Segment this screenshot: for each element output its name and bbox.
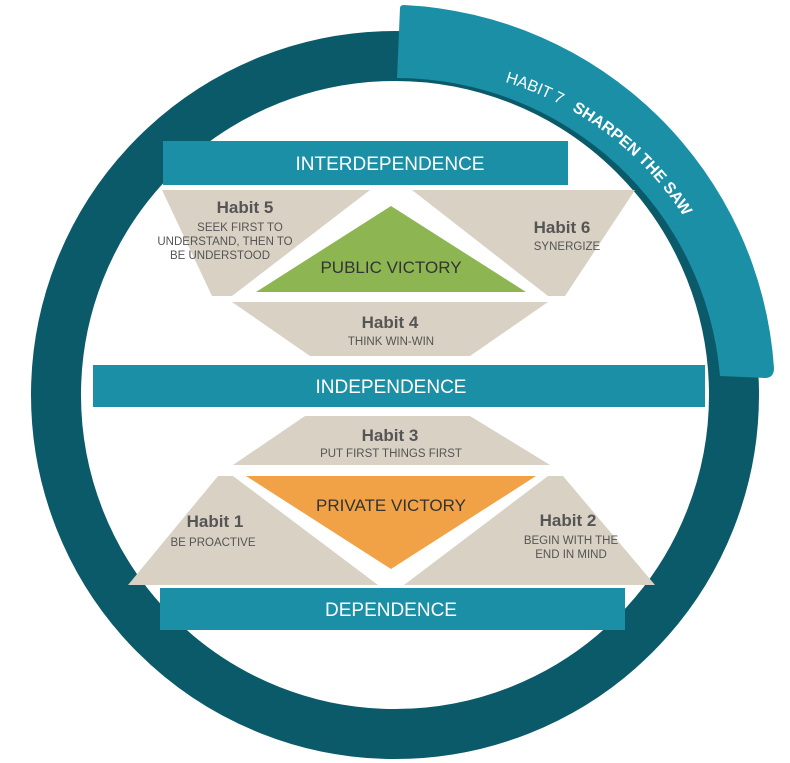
- habit-1-shape: [128, 476, 378, 585]
- outer-ring: [31, 31, 759, 759]
- habit-5-desc-3: BE UNDERSTOOD: [170, 250, 270, 262]
- habit-2-desc-1: BEGIN WITH THE: [524, 535, 619, 547]
- independence-label: INDEPENDENCE: [316, 377, 467, 398]
- habit-6-shape: [412, 190, 635, 296]
- habit-6-desc: SYNERGIZE: [534, 241, 601, 253]
- habit-3-title: Habit 3: [362, 426, 419, 445]
- independence-band: [93, 365, 705, 407]
- habit-1-desc: BE PROACTIVE: [171, 537, 256, 549]
- habit-4-title: Habit 4: [362, 313, 419, 332]
- private-victory-label: PRIVATE VICTORY: [316, 496, 466, 515]
- dependence-band: [160, 588, 625, 630]
- interdependence-band: [163, 141, 568, 185]
- habit-2-title: Habit 2: [540, 511, 597, 530]
- habit-3-desc: PUT FIRST THINGS FIRST: [320, 448, 462, 460]
- habit-4-shape: [232, 302, 548, 356]
- habit-7-segment: [397, 5, 774, 378]
- habit-5-desc-2: UNDERSTAND, THEN TO: [157, 236, 292, 248]
- habit-3-shape: [233, 416, 550, 465]
- dependence-label: DEPENDENCE: [325, 600, 457, 621]
- habit-4-desc: THINK WIN-WIN: [348, 336, 434, 348]
- interdependence-label: INTERDEPENDENCE: [296, 154, 485, 175]
- habit-2-desc-2: END IN MIND: [535, 549, 607, 561]
- habit-5-shape: [162, 190, 370, 296]
- public-victory-label: PUBLIC VICTORY: [320, 258, 461, 277]
- habit-6-title: Habit 6: [534, 218, 591, 237]
- habit-1-title: Habit 1: [187, 512, 244, 531]
- habit-2-shape: [404, 476, 655, 585]
- private-victory-shape: [246, 476, 536, 569]
- public-victory-shape: [256, 206, 526, 292]
- habit-5-title: Habit 5: [217, 198, 274, 217]
- habit-5-desc-1: SEEK FIRST TO: [197, 222, 283, 234]
